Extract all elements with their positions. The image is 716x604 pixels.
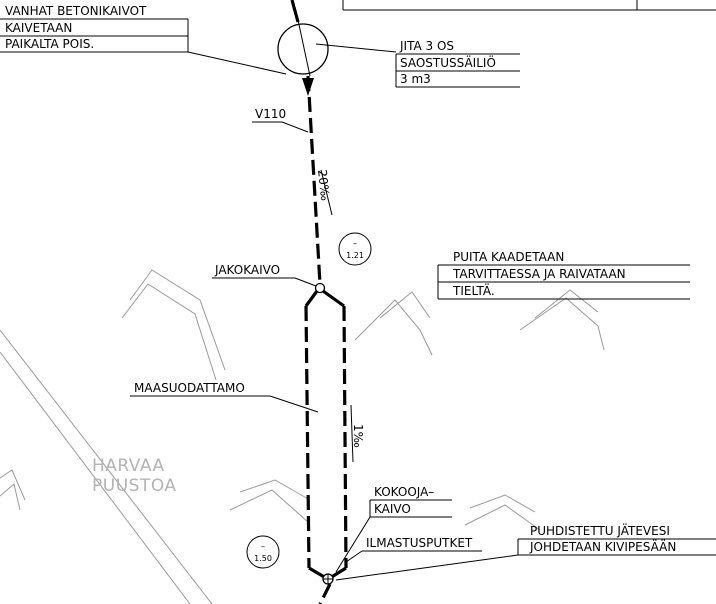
leader-line — [187, 51, 287, 75]
terrain-symbol — [0, 483, 21, 511]
septic-tank-axis — [297, 19, 311, 77]
svg-text:KOKOOJA–: KOKOOJA– — [374, 485, 434, 499]
terrain-symbol — [469, 494, 536, 513]
label-vanhat-betonikaivot: VANHAT BETONIKAIVOT KAIVETAAN PAIKALTA P… — [0, 4, 287, 75]
svg-text:V110: V110 — [255, 107, 286, 121]
filter-right-pipe — [342, 305, 348, 569]
label-jakokaivo: JAKOKAIVO — [212, 263, 317, 287]
flow-arrow — [302, 78, 314, 96]
slope-label-bottom: 1‰ — [351, 424, 365, 448]
leader-line — [335, 516, 371, 573]
slope-arrow-line — [320, 169, 333, 216]
terrain-symbol — [239, 479, 311, 501]
svg-text:TARVITTAESSA JA RAIVATAAN: TARVITTAESSA JA RAIVATAAN — [452, 267, 626, 281]
filter-edge — [322, 289, 345, 308]
svg-text:JITA 3 OS: JITA 3 OS — [399, 39, 454, 53]
inlet-pipe — [290, 0, 300, 23]
svg-text:KAIVETAAN: KAIVETAAN — [5, 21, 72, 35]
elevation-marker-bottom: – 1.50 — [246, 535, 280, 569]
leader-line — [345, 550, 363, 563]
slope-label-top: 20‰ — [315, 169, 332, 202]
svg-text:SAOSTUSSÄILIÖ: SAOSTUSSÄILIÖ — [400, 54, 496, 70]
leader-line — [335, 554, 519, 581]
top-boxes — [342, 0, 716, 11]
svg-text:PUITA KAADETAAN: PUITA KAADETAAN — [453, 250, 564, 264]
svg-text:PUHDISTETTU JÄTEVESI: PUHDISTETTU JÄTEVESI — [530, 523, 670, 538]
boundary-line — [0, 329, 213, 604]
boundary-line — [0, 351, 191, 604]
label-kokoojakaivo: KOKOOJA– KAIVO — [335, 485, 452, 573]
elevation-value-bottom: 1.50 — [254, 554, 272, 563]
elevation-dash: – — [261, 542, 265, 551]
filter-left-pipe — [304, 305, 311, 569]
elevation-marker-top: – 1.21 — [338, 232, 372, 266]
svg-text:PAIKALTA POIS.: PAIKALTA POIS. — [5, 37, 94, 51]
label-jita-tank: JITA 3 OS SAOSTUSSÄILIÖ 3 m3 — [315, 39, 520, 88]
elevation-dash: – — [353, 239, 357, 248]
outlet-pipe — [318, 583, 332, 604]
septic-tank-circle — [277, 23, 329, 75]
leader-line — [269, 395, 319, 413]
filter-edge — [304, 290, 319, 307]
terrain-symbol — [229, 489, 309, 523]
pipe-v110 — [306, 75, 322, 285]
terrain-symbol — [379, 291, 431, 319]
svg-text:VANHAT BETONIKAIVOT: VANHAT BETONIKAIVOT — [5, 4, 147, 18]
label-puhdistettu-jatevesi: PUHDISTETTU JÄTEVESI JOHDETAAN KIVIPESÄÄ… — [335, 523, 716, 581]
terrain-symbol — [121, 283, 217, 381]
svg-text:KAIVO: KAIVO — [374, 502, 411, 516]
elevation-value-top: 1.21 — [346, 251, 364, 260]
svg-text:TIELTÄ.: TIELTÄ. — [452, 283, 495, 298]
leader-line — [281, 121, 309, 133]
jakokaivo-well — [314, 282, 326, 294]
slope-arrow-line — [350, 404, 354, 463]
label-puita-kaadetaan: PUITA KAADETAAN TARVITTAESSA JA RAIVATAA… — [437, 250, 690, 300]
leader-line — [294, 277, 317, 287]
terrain-symbol — [464, 504, 541, 531]
area-label-line2: PUUSTOA — [92, 476, 177, 496]
terrain-symbol — [354, 299, 433, 356]
label-v110: V110 — [252, 107, 309, 133]
terrain-symbol — [129, 269, 226, 371]
terrain-symbols — [0, 269, 605, 531]
label-ilmastusputket: ILMASTUSPUTKET — [345, 536, 482, 563]
area-label-line1: HARVAA — [92, 456, 165, 476]
svg-text:JAKOKAIVO: JAKOKAIVO — [214, 263, 280, 277]
svg-text:ILMASTUSPUTKET: ILMASTUSPUTKET — [366, 536, 473, 550]
svg-text:3 m3: 3 m3 — [400, 72, 431, 86]
terrain-symbol — [0, 469, 26, 501]
leader-line — [315, 43, 397, 53]
terrain-symbol — [534, 289, 599, 319]
terrain-symbol — [519, 297, 605, 351]
svg-text:MAASUODATTAMO: MAASUODATTAMO — [134, 381, 245, 395]
svg-text:JOHDETAAN KIVIPESÄÄN: JOHDETAAN KIVIPESÄÄN — [529, 539, 676, 554]
label-maasuodattamo: MAASUODATTAMO — [130, 381, 319, 413]
